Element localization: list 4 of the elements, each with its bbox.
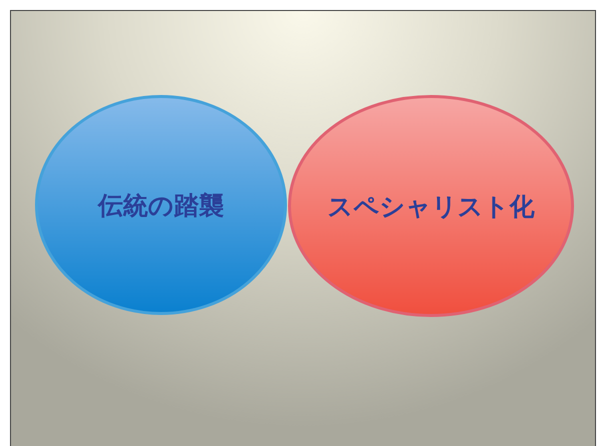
node-label: スペシャリスト化 <box>328 190 534 222</box>
node-label: 伝統の踏襲 <box>98 190 224 222</box>
ellipse-node <box>288 95 574 317</box>
ellipse-node <box>35 95 287 315</box>
